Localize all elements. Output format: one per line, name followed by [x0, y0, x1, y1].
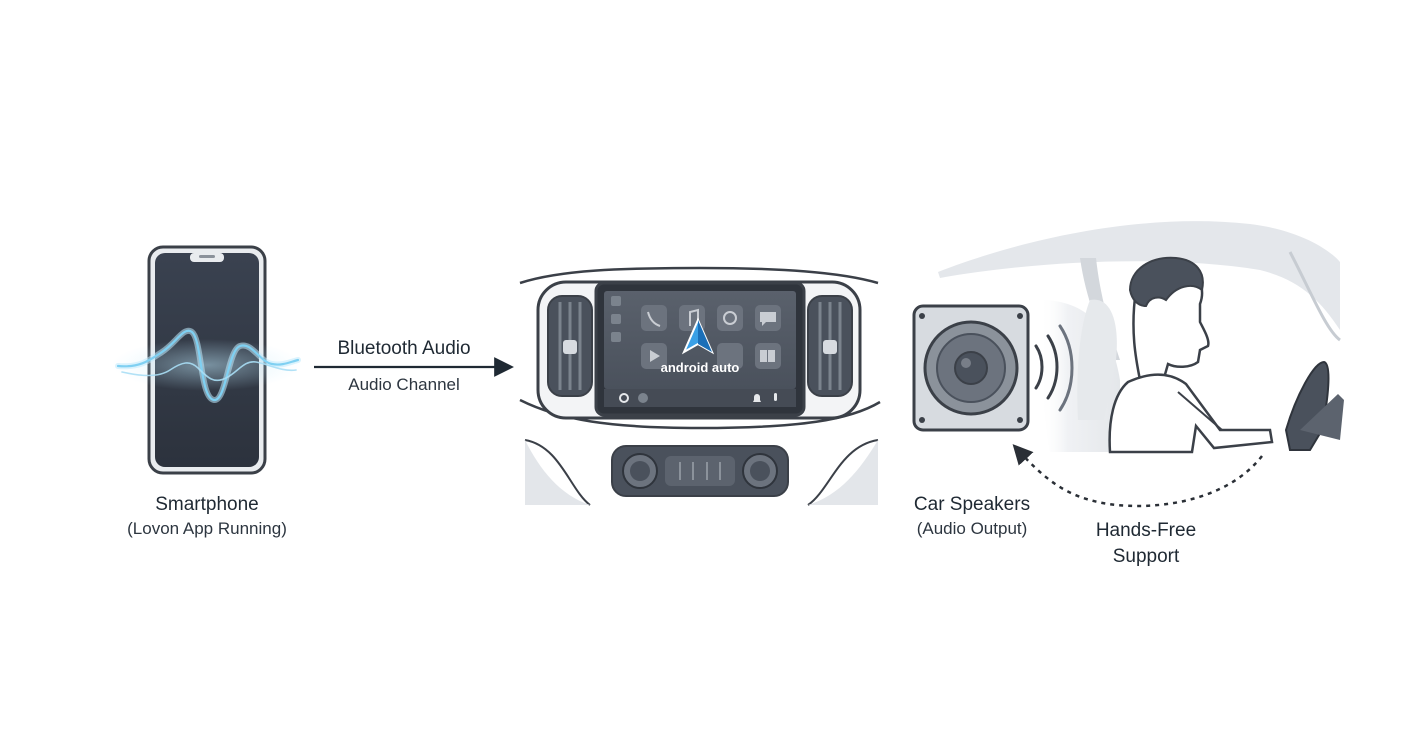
- hands-free-arrow: [1012, 444, 1263, 508]
- android-auto-icon: [681, 317, 715, 355]
- right-air-vent: [807, 295, 853, 397]
- car-speaker: [912, 304, 1030, 432]
- hands-free-title-line2: Support: [1112, 546, 1180, 567]
- climate-controls: [611, 445, 789, 497]
- microphone-icon: [774, 393, 777, 401]
- speakers-title: Car Speakers: [913, 494, 1031, 515]
- connection-subtitle: Audio Channel: [348, 375, 460, 394]
- phone-icon: [641, 305, 667, 331]
- speakers-subtitle: (Audio Output): [916, 519, 1028, 538]
- smartphone-subtitle: (Lovon App Running): [127, 519, 287, 538]
- hands-free-title-line1: Hands-Free: [1095, 520, 1197, 541]
- soundwave-icon: [115, 327, 301, 403]
- maps-icon: [717, 305, 743, 331]
- steering-wheel: [1284, 360, 1344, 451]
- driver: [1108, 256, 1274, 454]
- android-auto-logo-text: android auto: [661, 360, 740, 375]
- car-dashboard: android auto: [519, 266, 881, 506]
- car-interior: [938, 221, 1344, 454]
- bell-icon: [753, 394, 761, 402]
- left-air-vent: [547, 295, 593, 397]
- sound-waves-icon: [1034, 324, 1074, 412]
- android-auto-screen: android auto: [594, 281, 806, 417]
- circle-icon: [638, 393, 648, 403]
- connection-title: Bluetooth Audio: [337, 338, 471, 359]
- smartphone-title: Smartphone: [155, 494, 259, 515]
- home-icon: [619, 393, 629, 403]
- smartphone: [112, 245, 302, 475]
